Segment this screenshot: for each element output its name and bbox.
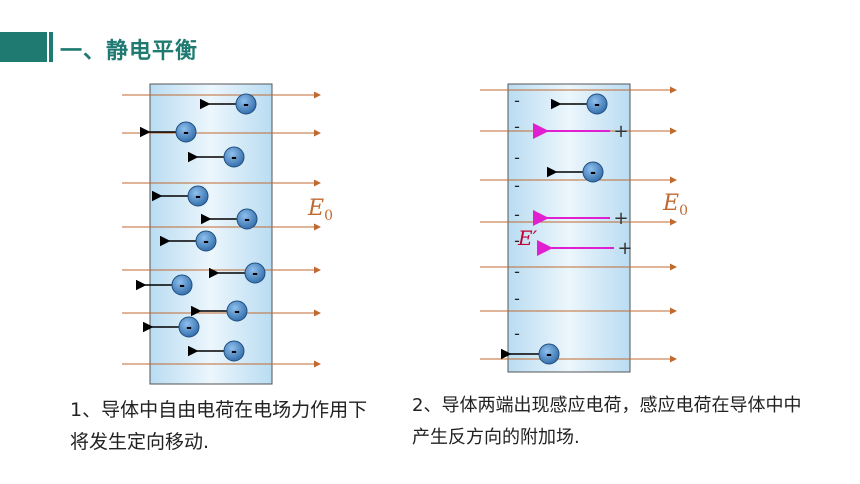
induced-plus: + (613, 121, 628, 142)
induced-field-label: E′ (517, 226, 538, 250)
electron-sign: - (244, 212, 250, 228)
induced-minus: - (514, 205, 520, 224)
induced-field-arrows: + + + (533, 121, 633, 259)
induced-plus: + (613, 208, 628, 229)
electron-sign: - (203, 234, 209, 250)
induced-plus: + (617, 238, 632, 259)
induced-minus: - (514, 91, 520, 110)
electron (171, 274, 193, 296)
induced-minus: - (514, 117, 520, 136)
electron (235, 93, 257, 115)
title-accent-stripe (49, 32, 53, 62)
electron-sign: - (183, 125, 189, 141)
electron-sign: - (195, 189, 201, 205)
electron (586, 93, 608, 115)
electron-sign: - (594, 97, 600, 113)
electron (187, 185, 209, 207)
electron (223, 146, 245, 168)
caption-right: 2、导体两端出现感应电荷，感应电荷在导体中中产生反方向的附加场. (412, 395, 802, 448)
induced-minus: - (514, 176, 520, 195)
electron-sign: - (590, 165, 596, 181)
electron (175, 121, 197, 143)
page-title: 一、静电平衡 (60, 39, 199, 64)
electron (226, 300, 248, 322)
electron (223, 340, 245, 362)
electron (244, 262, 266, 284)
electron (178, 316, 200, 338)
electron (195, 230, 217, 252)
field-label-e0-2: E0 (662, 191, 688, 219)
electron-sign: - (231, 150, 237, 166)
electron (236, 208, 258, 230)
induced-minus: - (514, 324, 520, 343)
induced-minus: - (514, 231, 520, 250)
electron-sign: - (252, 266, 258, 282)
electron (538, 343, 560, 365)
induced-minus: - (514, 289, 520, 308)
electron-sign: - (243, 97, 249, 113)
electron-sign: - (546, 347, 552, 363)
induced-negative-charges: - - - - - - - - - (514, 91, 520, 343)
electron (582, 161, 604, 183)
caption-left: 1、导体中自由电荷在电场力作用下将发生定向移动. (70, 399, 368, 453)
electron-sign: - (186, 320, 192, 336)
electron-sign: - (234, 304, 240, 320)
field-lines-1 (122, 91, 321, 368)
electrons-2: - - - (501, 93, 608, 365)
electron-sign: - (179, 278, 185, 294)
title-accent-block (0, 32, 47, 62)
induced-minus: - (514, 148, 520, 167)
induced-minus: - (514, 262, 520, 281)
electron-sign: - (231, 344, 237, 360)
electrons-1: - - - - - - - - - - - (136, 93, 266, 362)
field-label-e0-1: E0 (307, 196, 333, 224)
